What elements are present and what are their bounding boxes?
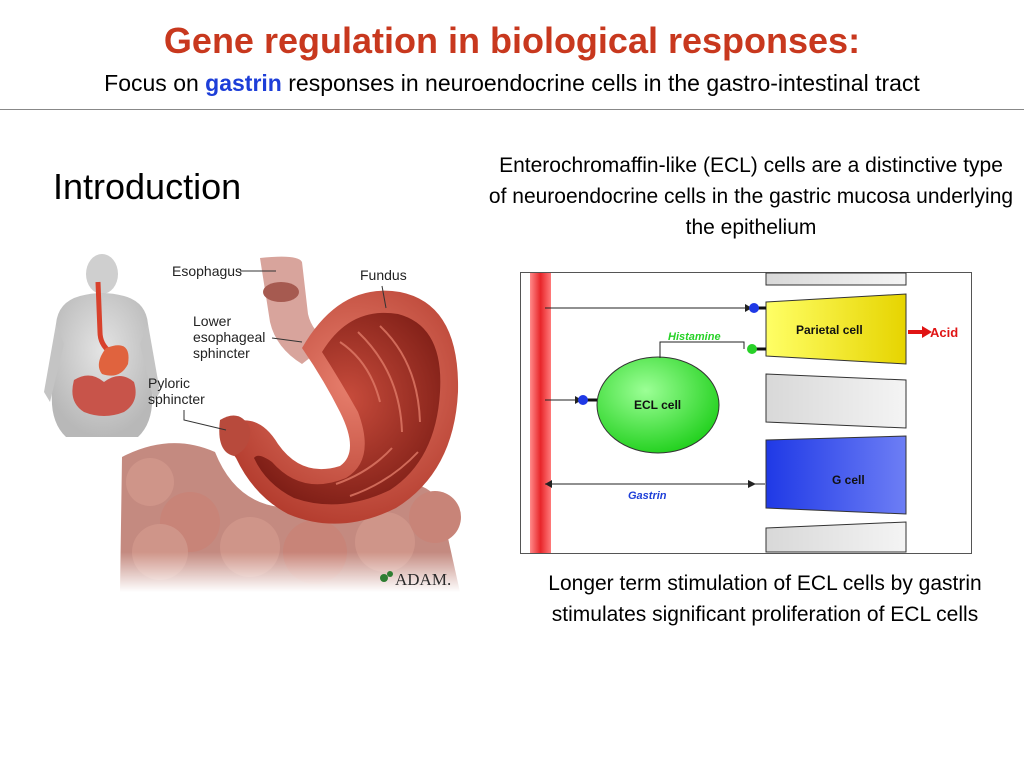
g-cell-shape	[765, 435, 907, 515]
histamine-receptor	[747, 344, 766, 354]
subtitle-highlight: gastrin	[205, 70, 282, 96]
caption-text: Longer term stimulation of ECL cells by …	[548, 572, 982, 626]
description-text: Enterochromaffin-like (ECL) cells are a …	[488, 154, 1014, 239]
section-heading: Introduction	[53, 166, 242, 207]
label-les-line2: esophageal	[193, 329, 265, 345]
g-cell-label: G cell	[832, 473, 865, 487]
ecl-cell-label: ECL cell	[634, 398, 681, 412]
stomach-icon	[219, 290, 459, 524]
parietal-cell-shape	[765, 293, 907, 365]
slide-title: Gene regulation in biological responses:	[163, 20, 861, 61]
adam-credit: ADAM.	[395, 570, 451, 589]
gastrin-receptor-parietal	[749, 303, 766, 313]
title-divider	[0, 109, 1024, 110]
stomach-illustration: Esophagus Fundus Lower esophageal sphinc…	[44, 254, 480, 592]
label-les-line3: sphincter	[193, 345, 250, 361]
blood-vessel	[530, 273, 551, 553]
acid-label: Acid	[930, 325, 958, 340]
parietal-cell-label: Parietal cell	[796, 323, 863, 337]
ecl-diagram: Parietal cell Acid Histamine ECL cell G …	[520, 272, 972, 554]
subtitle-prefix: Focus on	[104, 70, 206, 96]
adam-logo: ADAM.	[380, 570, 451, 589]
gastrin-label: Gastrin	[628, 490, 667, 502]
label-pyloric-line2: sphincter	[148, 391, 205, 407]
label-pyloric-line1: Pyloric	[148, 375, 190, 391]
label-fundus: Fundus	[360, 267, 407, 283]
subtitle-suffix: responses in neuroendocrine cells in the…	[281, 70, 920, 96]
label-esophagus: Esophagus	[172, 263, 242, 279]
histamine-label: Histamine	[668, 331, 721, 343]
slide-subtitle: Focus on gastrin responses in neuroendoc…	[0, 68, 1024, 98]
human-torso-icon	[44, 254, 160, 437]
epithelium	[765, 272, 907, 553]
gastrin-receptor-ecl	[578, 395, 597, 405]
label-les-line1: Lower	[193, 313, 231, 329]
ecl-cell-shape	[596, 356, 720, 454]
